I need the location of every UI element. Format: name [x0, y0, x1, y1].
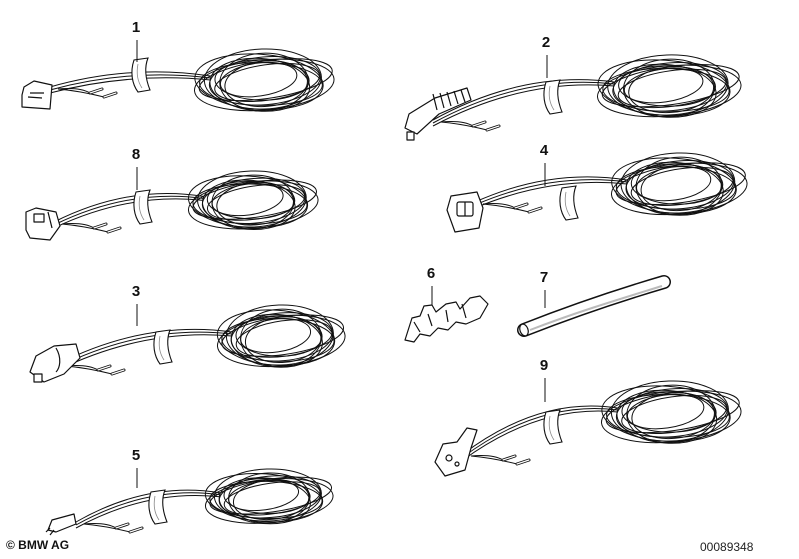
harness-layer — [21, 48, 748, 536]
extra-parts-layer — [404, 275, 671, 343]
wiring-harness-part-5 — [45, 468, 334, 536]
wiring-harness-part-1 — [21, 48, 335, 112]
document-number: 00089348 — [700, 540, 754, 554]
wiring-harness-part-8 — [25, 170, 319, 241]
wiring-harness-part-3 — [29, 304, 346, 383]
part-number-label-9: 9 — [540, 357, 548, 374]
part-number-label-7: 7 — [540, 269, 548, 286]
part-number-label-6: 6 — [427, 265, 435, 282]
terminal-clip-part-6 — [404, 295, 489, 343]
part-number-label-1: 1 — [132, 19, 140, 36]
copyright-text: © BMW AG — [6, 538, 70, 552]
wiring-harness-part-4 — [446, 152, 748, 233]
sleeve-part-7 — [517, 275, 671, 337]
wiring-harness-part-9 — [434, 380, 742, 477]
part-number-label-3: 3 — [132, 283, 140, 300]
part-number-label-5: 5 — [132, 447, 140, 464]
part-number-label-8: 8 — [132, 146, 140, 163]
wiring-harness-part-2 — [404, 54, 742, 141]
part-number-label-2: 2 — [542, 34, 550, 51]
part-number-label-4: 4 — [540, 142, 549, 159]
